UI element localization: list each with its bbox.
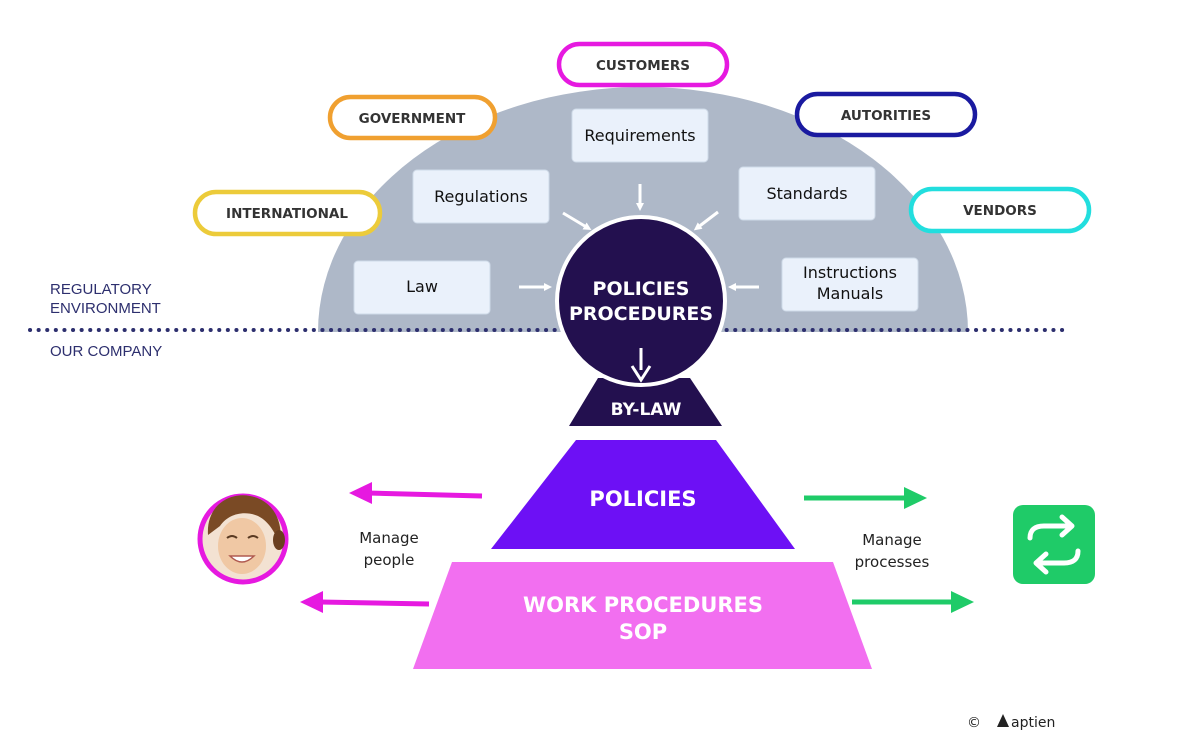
manage-processes-line-1: Manage [862,531,922,549]
people-arrow-top [349,482,483,504]
pill-international: INTERNATIONAL [192,189,383,237]
brand-name: aptien [1011,715,1055,731]
center-line-2: PROCEDURES [569,303,713,325]
bylaw-label: BY-LAW [611,400,682,420]
svg-text:INTERNATIONAL: INTERNATIONAL [226,206,348,222]
svg-text:Regulations: Regulations [434,187,528,206]
box-regulations: Regulations [412,169,550,224]
arrow-regulations [562,211,592,231]
pill-government: GOVERNMENT [327,94,498,141]
people-arrow-bottom [300,591,430,613]
sop-label: SOP [619,620,667,644]
svg-text:Standards: Standards [766,184,847,203]
svg-text:CUSTOMERS: CUSTOMERS [596,58,690,74]
pill-customers: CUSTOMERS [556,41,730,88]
pyramid-bylaw [569,378,722,426]
inflow-arrows [519,184,759,291]
manage-people-line-1: Manage [359,529,419,547]
aptien-logo-icon [997,714,1009,727]
svg-text:Requirements: Requirements [584,126,695,145]
copyright-symbol: © [967,715,981,731]
center-line-1: POLICIES [593,278,690,300]
our-company-label: OUR COMPANY [50,343,162,360]
pill-vendors: VENDORS [908,186,1092,234]
svg-text:AUTORITIES: AUTORITIES [841,108,931,124]
process-arrow-bottom [852,591,974,613]
svg-text:VENDORS: VENDORS [963,203,1037,219]
manage-processes-line-2: processes [855,553,930,571]
svg-text:Law: Law [406,277,438,296]
regulatory-environment-label-1: REGULATORY [50,281,152,298]
box-requirements: Requirements [571,108,709,163]
svg-text:GOVERNMENT: GOVERNMENT [359,111,467,127]
svg-text:Manuals: Manuals [817,284,883,303]
pyramid-policies [491,440,795,549]
arrow-standards [693,210,719,231]
pyramid-work-procedures [413,562,872,669]
box-instructions-manuals: Instructions Manuals [781,257,919,312]
pill-authorities: AUTORITIES [794,91,978,138]
process-arrow-top [804,487,927,509]
work-procedures-label: WORK PROCEDURES [523,593,763,617]
down-arrow [630,348,652,383]
process-icon [1013,505,1095,584]
policies-label: POLICIES [589,487,696,511]
svg-text:Instructions: Instructions [803,263,897,282]
box-law: Law [353,260,491,315]
person-avatar [197,493,289,585]
manage-people-line-2: people [364,551,415,569]
regulatory-environment-label-2: ENVIRONMENT [50,300,161,317]
box-standards: Standards [738,166,876,221]
center-policies-procedures [555,215,727,387]
